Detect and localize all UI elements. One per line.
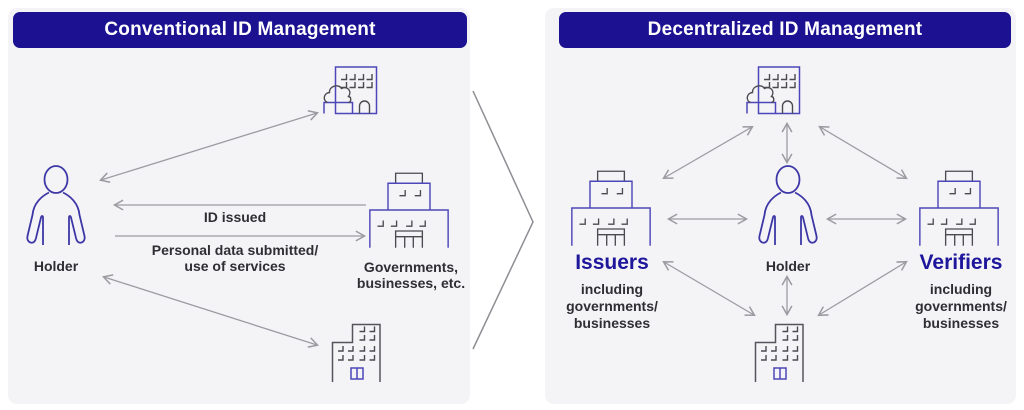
issuers-sub-line-2: governments/ [566,298,658,314]
holder-label: Holder [33,258,79,274]
conventional-panel-title: Conventional ID Management [13,12,467,48]
arrow-holder-office [102,274,319,348]
id-issued-label: ID issued [203,209,267,225]
verifiers-sub-line-1: including [929,281,993,297]
arrow-holder-civic [99,110,319,183]
issuers-title: Issuers [575,251,649,274]
issuers-subtitle: including governments/ businesses [566,281,658,332]
decentralized-panel-title: Decentralized ID Management [559,12,1011,48]
verifiers-title: Verifiers [919,251,1003,274]
arrow-civic-verifiers [818,125,908,180]
arrow-issuers-civic [662,125,754,180]
personal-data-label: Personal data submitted/ use of services [152,242,318,274]
holder-label: Holder [765,258,811,274]
personal-data-line-1: Personal data submitted/ [151,242,319,258]
arrow-issuers-office [662,260,756,317]
verifiers-subtitle: including governments/ businesses [915,281,1007,332]
chevron-right-divider-icon [472,90,534,350]
issuers-sub-line-1: including [580,281,644,297]
arrow-verifiers-office [817,260,908,317]
verifiers-sub-line-3: businesses [922,315,1000,331]
governments-businesses-label: Governments, businesses, etc. [357,259,465,291]
issuers-sub-line-3: businesses [573,315,651,331]
orgs-line-2: businesses, etc. [356,275,466,291]
orgs-line-1: Governments, [363,259,459,275]
personal-data-line-2: use of services [184,258,286,274]
verifiers-sub-line-2: governments/ [915,298,1007,314]
